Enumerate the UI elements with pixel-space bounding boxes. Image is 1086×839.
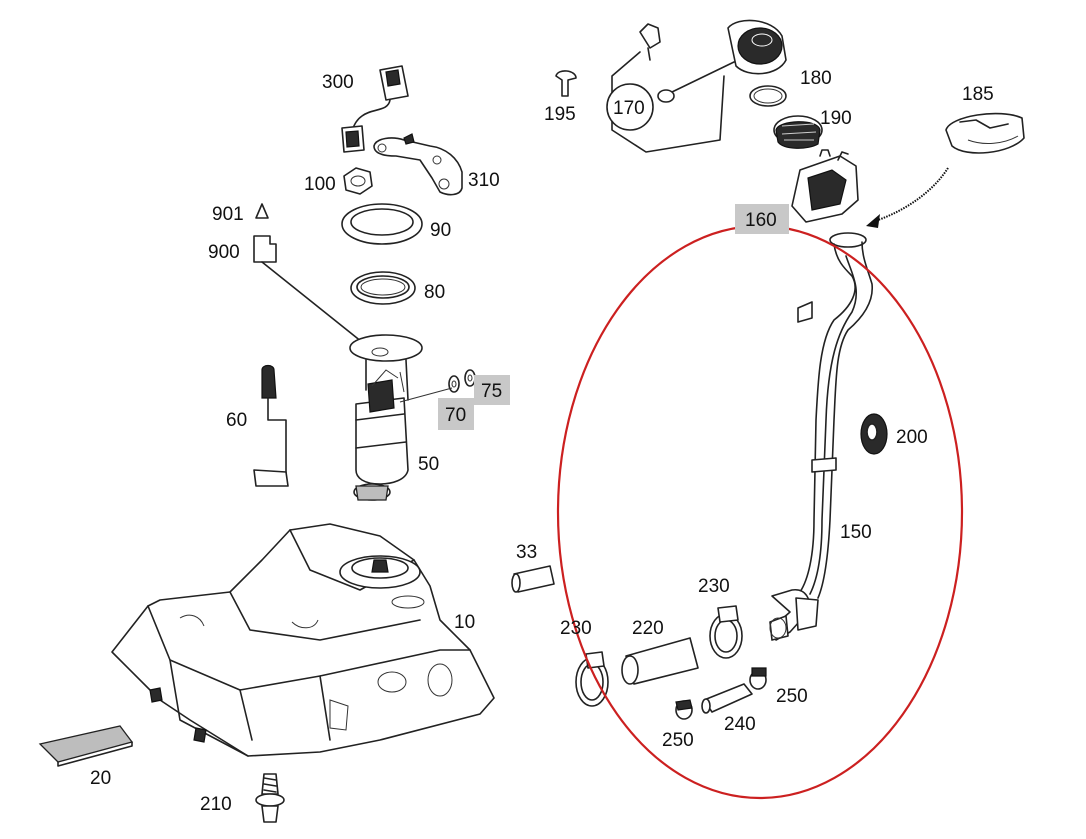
clamp-part-230-left [575, 651, 609, 707]
bolt-part-210 [255, 773, 285, 823]
callout-10: 10 [454, 612, 475, 633]
highlight-ellipse [556, 224, 964, 800]
bracket-part-310 [373, 133, 463, 196]
callout-33: 33 [516, 542, 537, 563]
callout-250-right: 250 [776, 686, 808, 707]
filler-cap-part-170 [639, 19, 787, 103]
filler-neck-part-150 [769, 232, 873, 641]
filler-housing-part-160 [791, 149, 859, 223]
fuel-tank-part-10 [111, 523, 495, 757]
hose-part-240 [701, 683, 753, 714]
label-circle-170 [606, 83, 654, 131]
callout-60: 60 [226, 410, 247, 431]
callout-195: 195 [544, 104, 576, 125]
grommet-part-200 [860, 413, 888, 455]
callout-20: 20 [90, 768, 111, 789]
callout-75: 75 [481, 381, 502, 402]
pad-part-20 [38, 725, 134, 767]
callout-230-left: 230 [560, 618, 592, 639]
seal-ring-part-180 [749, 85, 787, 107]
cap-assembly-bracket-170 [611, 51, 725, 153]
callout-240: 240 [724, 714, 756, 735]
callout-200: 200 [896, 427, 928, 448]
nut-part-100 [343, 167, 373, 195]
clip-part-195 [555, 70, 577, 97]
callout-210: 210 [200, 794, 232, 815]
connector-part-300 [341, 65, 409, 153]
label-box-70 [438, 398, 474, 430]
ring-part-185 [945, 112, 1025, 154]
callout-150: 150 [840, 522, 872, 543]
callout-230-right: 230 [698, 576, 730, 597]
label-box-160 [735, 204, 789, 234]
callout-50: 50 [418, 454, 439, 475]
callout-80: 80 [424, 282, 445, 303]
hose-part-220 [621, 637, 699, 685]
callout-185: 185 [962, 84, 994, 105]
callout-250-left: 250 [662, 730, 694, 751]
clamp-part-250-left [675, 699, 693, 720]
callout-170: 170 [613, 98, 645, 119]
level-sender-part-60 [253, 364, 289, 487]
callout-901: 901 [212, 204, 244, 225]
clamp-part-230-right [709, 605, 743, 659]
callout-190: 190 [820, 108, 852, 129]
gasket-part-190 [773, 115, 823, 149]
callout-900: 900 [208, 242, 240, 263]
locking-ring-part-90 [341, 203, 423, 245]
fuel-pump-module-part-50 [349, 334, 423, 501]
sleeve-part-33 [511, 565, 555, 593]
fitting-part-900 [253, 235, 373, 351]
label-box-75 [474, 375, 510, 405]
callout-90: 90 [430, 220, 451, 241]
clamp-part-250-right [749, 667, 767, 690]
callout-310: 310 [468, 170, 500, 191]
cap-part-901 [255, 203, 269, 219]
callout-100: 100 [304, 174, 336, 195]
callout-300: 300 [322, 72, 354, 93]
arrow-indicator [866, 167, 949, 228]
washer-part-70 [448, 375, 460, 393]
seal-ring-part-80 [350, 271, 416, 305]
callout-160: 160 [745, 210, 777, 231]
callout-180: 180 [800, 68, 832, 89]
callout-70: 70 [445, 405, 466, 426]
washer-part-75 [464, 369, 476, 387]
callout-220: 220 [632, 618, 664, 639]
